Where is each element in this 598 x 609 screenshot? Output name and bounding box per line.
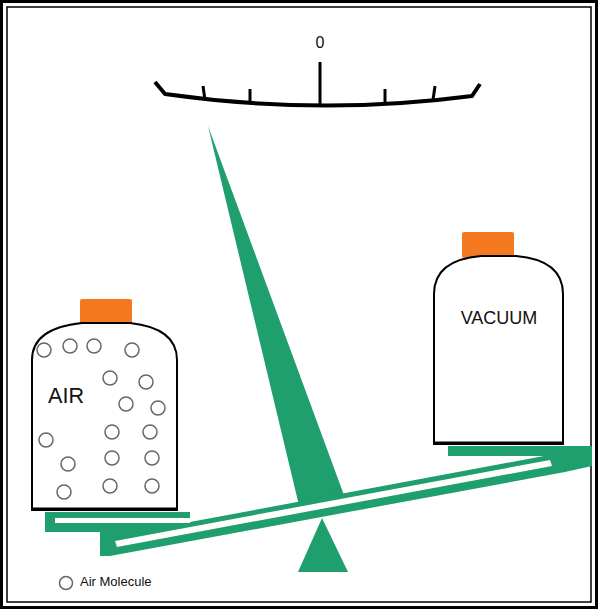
air-molecule <box>139 375 153 389</box>
dial-tick <box>249 89 252 104</box>
bottle-body <box>32 323 177 510</box>
air-molecule <box>145 451 159 465</box>
bottle-label: AIR <box>22 384 188 409</box>
air-molecule <box>145 479 159 493</box>
dial-tick <box>433 86 435 100</box>
right-pan <box>448 446 592 456</box>
bottle-outline <box>22 298 188 513</box>
air-molecule <box>63 339 77 353</box>
air-molecule <box>119 397 133 411</box>
air-molecule <box>143 425 157 439</box>
air-molecule <box>125 343 139 357</box>
dial-tick <box>319 62 322 107</box>
vacuum-bottle: VACUUM <box>426 232 572 447</box>
air-molecule <box>103 479 117 493</box>
bottle-base <box>32 508 177 511</box>
scale-fulcrum <box>298 518 348 572</box>
dial-zero: 0 <box>316 34 325 52</box>
bottle-cap <box>80 299 132 325</box>
inner-frame <box>7 7 591 602</box>
molecule-swatch <box>60 577 73 590</box>
air-molecule <box>105 451 119 465</box>
bottle-label: VACUUM <box>426 308 572 329</box>
bottle-cap <box>462 232 514 258</box>
air-molecule <box>37 343 51 357</box>
dial-tick <box>384 89 387 104</box>
air-molecule <box>57 485 71 499</box>
bottle-body <box>434 256 563 444</box>
air-bottle: AIR <box>22 298 188 513</box>
air-molecule <box>87 339 101 353</box>
pan-slot <box>55 518 190 523</box>
legend-text: Air Molecule <box>80 575 152 590</box>
air-molecule <box>151 401 165 415</box>
air-molecule <box>61 457 75 471</box>
scale-pointer <box>208 126 348 518</box>
air-molecule <box>103 371 117 385</box>
air-molecule <box>105 425 119 439</box>
beam-slot <box>115 460 552 547</box>
dial-arc <box>155 82 480 106</box>
air-molecule <box>39 433 53 447</box>
bottle-base <box>434 442 563 445</box>
dial-tick <box>203 86 205 100</box>
bottle-outline <box>426 232 572 447</box>
